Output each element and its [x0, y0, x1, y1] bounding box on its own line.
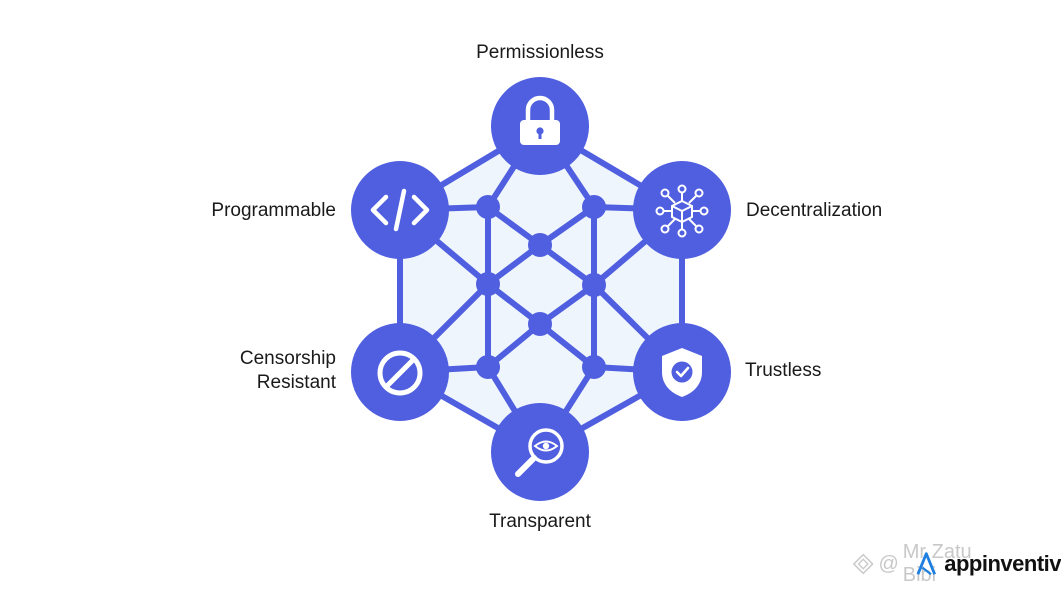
junction-node — [528, 312, 552, 336]
junction-node — [476, 195, 500, 219]
node-decentralization — [633, 161, 731, 259]
node-programmable — [351, 161, 449, 259]
label-transparent: Transparent — [489, 511, 591, 532]
junction-node — [582, 273, 606, 297]
node-trustless — [633, 323, 731, 421]
label-censorship-line1: Censorship — [239, 348, 336, 369]
node-censorship-resistant — [351, 323, 449, 421]
junction-nodes — [476, 195, 606, 379]
node-transparent — [491, 403, 589, 501]
diamond-logo-icon — [852, 553, 874, 575]
junction-node — [476, 355, 500, 379]
junction-node — [528, 233, 552, 257]
watermark: @ Mr Zatu Bibi appinventiv — [852, 541, 1061, 586]
brand-name: appinventiv — [944, 551, 1061, 576]
at-sign: @ — [878, 552, 899, 575]
magnifier-eye-icon — [515, 428, 564, 477]
label-programmable: Programmable — [211, 200, 336, 221]
label-censorship-line2: Resistant — [256, 372, 336, 393]
junction-node — [476, 272, 500, 296]
label-permissionless: Permissionless — [476, 42, 604, 63]
label-decentralization: Decentralization — [746, 200, 883, 221]
junction-node — [582, 355, 606, 379]
label-trustless: Trustless — [745, 360, 822, 381]
watermark-handle: Mr Zatu Bibi — [902, 541, 972, 586]
code-icon — [370, 188, 430, 232]
network-cube-icon — [655, 184, 709, 238]
lock-icon — [520, 95, 560, 145]
junction-node — [582, 195, 606, 219]
prohibited-icon — [377, 350, 423, 396]
brand-logo-icon — [916, 552, 936, 576]
node-permissionless — [491, 77, 589, 175]
shield-check-icon — [662, 348, 702, 397]
label-censorship-resistant: Censorship Resistant — [240, 347, 336, 395]
